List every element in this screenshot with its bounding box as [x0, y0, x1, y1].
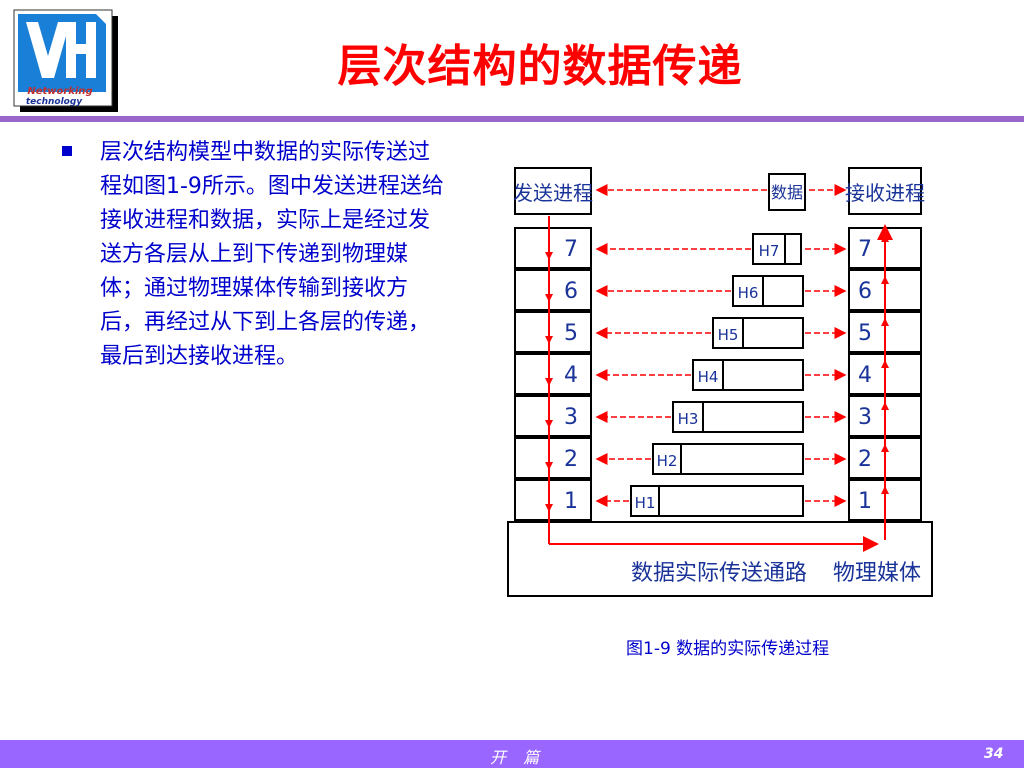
receiver-layer-4: 4: [858, 363, 872, 388]
sender-layer-2: 2: [564, 447, 578, 472]
networking-technology-logo: Networking technology: [13, 9, 118, 112]
layered-data-transfer-diagram: 发送进程 接收进程 数据 7 6 5 4 3 2 1 7 6 5 4 3: [507, 167, 933, 597]
sender-layer-1: 1: [564, 489, 578, 514]
header-h7: H7: [759, 242, 780, 260]
receiver-layer-5: 5: [858, 321, 872, 346]
logo-text-technology: technology: [26, 97, 83, 107]
footer-bar: [0, 740, 1024, 768]
data-box: [768, 173, 806, 211]
header-h1: H1: [635, 494, 656, 512]
sender-layer-7: 7: [564, 237, 578, 262]
footer-section-label: 开 篇: [490, 748, 546, 767]
path-arrowheads: [545, 234, 889, 512]
figure-caption: 图1-9 数据的实际传递过程: [626, 639, 830, 659]
header-frames: H7 H6 H5 H4 H3 H2 H1: [630, 233, 804, 517]
physical-medium-label: 物理媒体: [833, 561, 921, 586]
header-h3: H3: [678, 410, 699, 428]
physical-medium-box: [507, 521, 933, 597]
receiver-process-box: [848, 167, 922, 215]
sender-layer-5: 5: [564, 321, 578, 346]
page-number: 34: [984, 746, 1004, 762]
slide-title: 层次结构的数据传递: [337, 41, 743, 92]
header-h6: H6: [738, 284, 759, 302]
header-h2: H2: [657, 452, 678, 470]
header-h4: H4: [698, 368, 719, 386]
peer-arrows: [595, 243, 847, 507]
title-divider: [0, 116, 1024, 122]
bullet-square-icon: [62, 146, 72, 156]
receiver-layer-6: 6: [858, 279, 872, 304]
sender-layer-3: 3: [564, 405, 578, 430]
sender-process-box: [514, 167, 592, 215]
sender-layer-6: 6: [564, 279, 578, 304]
header-h5: H5: [718, 326, 739, 344]
receiver-layer-1: 1: [858, 489, 872, 514]
receiver-layer-7: 7: [858, 237, 872, 262]
data-path-label: 数据实际传送通路: [631, 561, 807, 586]
body-paragraph: 层次结构模型中数据的实际传送过程如图1-9所示。图中发送进程送给接收进程和数据，…: [100, 140, 444, 369]
data-box-label: 数据: [771, 183, 803, 202]
receiver-process-label: 接收进程: [845, 181, 925, 205]
receiver-layer-2: 2: [858, 447, 872, 472]
sender-layer-4: 4: [564, 363, 578, 388]
receiver-layer-3: 3: [858, 405, 872, 430]
sender-layers: 7 6 5 4 3 2 1: [514, 227, 592, 521]
logo-text-networking: Networking: [27, 86, 92, 97]
sender-process-label: 发送进程: [513, 181, 593, 205]
